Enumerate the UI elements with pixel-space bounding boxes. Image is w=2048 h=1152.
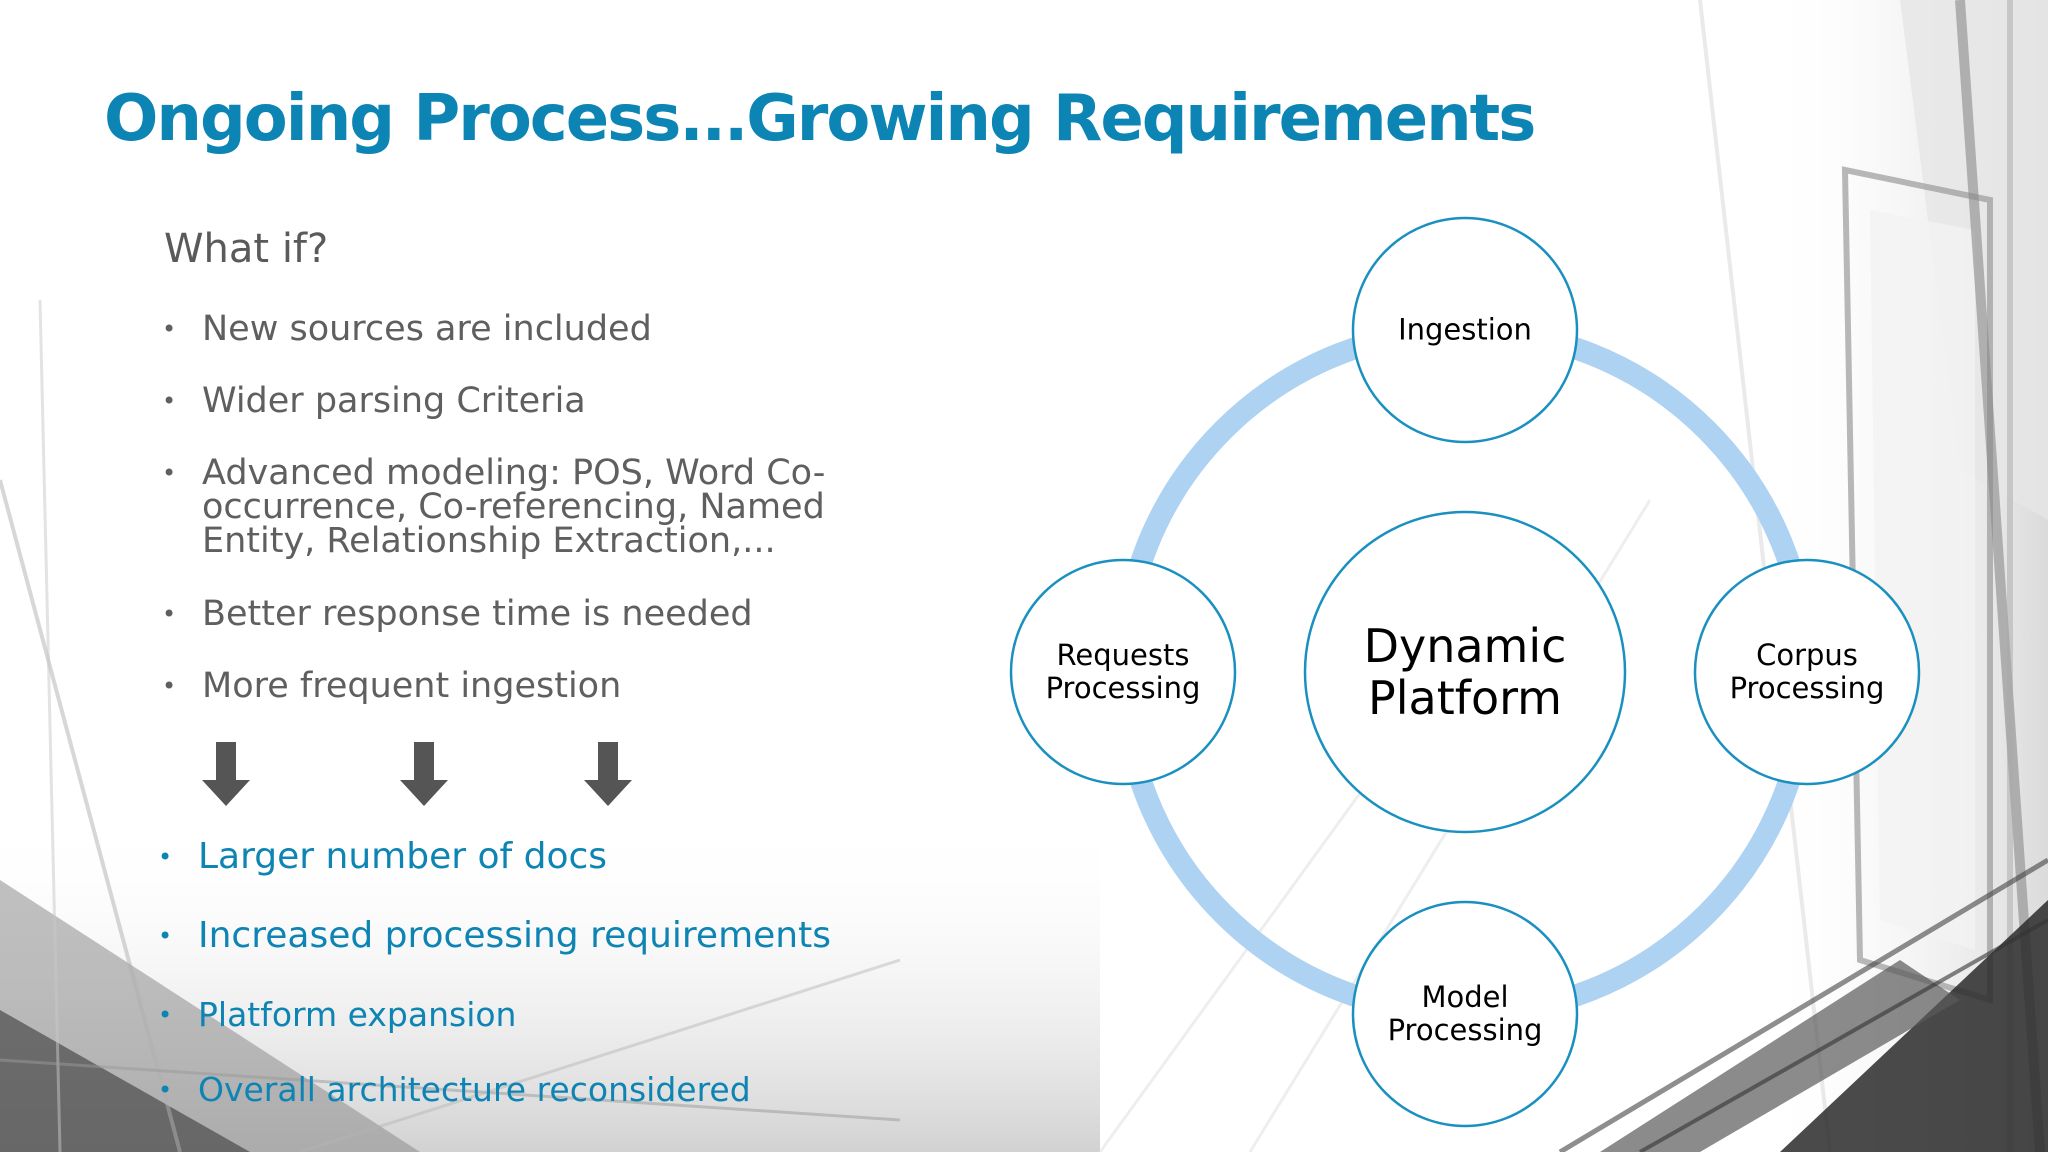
bullet-dot: • [162,672,177,700]
bullet-item: • Larger number of docs [158,839,607,875]
bullet-text-line: occurrence, Co-referencing, Named [202,487,825,527]
bullet-item: • Wider parsing Criteria [162,381,586,421]
bullet-dot: • [162,315,177,343]
bullet-text-line: Entity, Relationship Extraction,... [202,521,776,561]
bullet-dot: • [158,843,173,871]
bullet-dot: • [158,922,173,950]
bullet-text: New sources are included [202,309,652,349]
node-label-line: Processing [1387,1013,1543,1047]
bullet-item: • New sources are included [162,309,652,349]
node-label-line: Model [1421,980,1509,1014]
bullet-item: • Better response time is needed [162,594,753,634]
bullet-text: Overall architecture reconsidered [198,1070,751,1109]
bullet-item: • Advanced modeling: POS, Word Co- occur… [162,453,826,561]
node-circle-requests-processing [1009,558,1237,786]
node-label-ingestion: Ingestion [1398,312,1532,347]
node-label-line: Ingestion [1398,312,1532,347]
bullet-item: • Increased processing requirements [158,918,831,954]
bullet-text: Wider parsing Criteria [202,381,586,421]
node-label-line: Requests [1056,638,1190,672]
node-label-corpus-processing: Corpus Processing [1730,639,1885,705]
center-label-line: Platform [1368,671,1562,725]
bullet-dot: • [158,1001,173,1029]
bullet-dot: • [162,459,177,487]
bullet-item: • Platform expansion [158,995,517,1034]
bullet-text-line: Advanced modeling: POS, Word Co- [202,453,826,493]
bullet-dot: • [158,1076,173,1104]
bullet-text: Increased processing requirements [198,915,831,956]
center-circle [1303,510,1627,834]
bullet-item: • More frequent ingestion [162,666,622,706]
what-if-heading: What if? [164,226,329,272]
slide-title: Ongoing Process...Growing Requirements [104,82,1536,156]
bullet-text: Better response time is needed [202,594,753,634]
center-label-line: Dynamic [1363,619,1567,673]
node-label-model-processing: Model Processing [1388,981,1543,1047]
node-circle-corpus-processing [1693,558,1921,786]
node-label-line: Processing [1729,671,1885,705]
node-circle-model-processing [1351,900,1579,1128]
bullet-text: Larger number of docs [198,836,608,877]
node-label-line: Processing [1045,671,1201,705]
bullet-text: More frequent ingestion [202,666,622,706]
node-label-requests-processing: Requests Processing [1046,639,1201,705]
node-circle-ingestion [1351,216,1579,444]
bullet-dot: • [162,387,177,415]
bullet-item: • Overall architecture reconsidered [158,1070,751,1109]
center-label: Dynamic Platform [1364,620,1567,724]
node-label-line: Corpus [1756,638,1858,672]
bullet-dot: • [162,600,177,628]
bullet-text: Platform expansion [198,995,517,1034]
